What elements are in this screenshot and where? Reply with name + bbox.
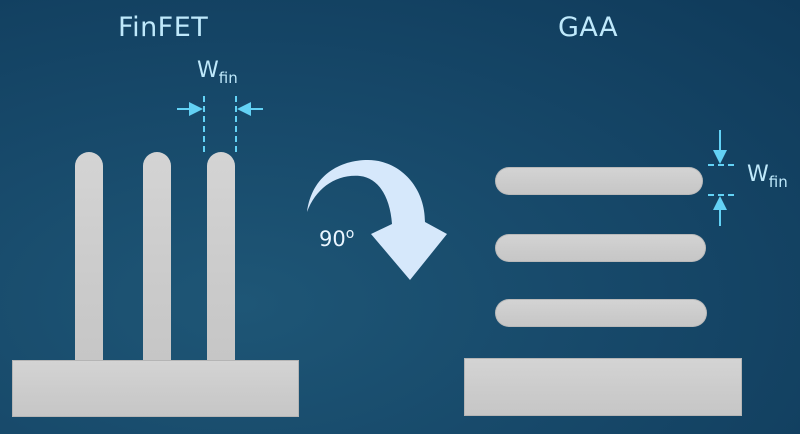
wfin-sub: fin (218, 69, 238, 87)
finfet-dimension-marker (177, 96, 263, 152)
finfet-substrate (12, 360, 299, 417)
arrow-right-icon (189, 102, 203, 116)
wfin-main: W (197, 58, 219, 83)
gaa-title: GAA (558, 12, 619, 43)
finfet-fin-2 (143, 152, 171, 362)
rotation-arrow-icon (307, 160, 447, 280)
arrow-up-icon (713, 196, 727, 210)
gaa-nanosheet-3 (495, 299, 707, 327)
arrow-left-icon (237, 102, 251, 116)
finfet-fin-1 (75, 152, 103, 362)
finfet-title: FinFET (118, 12, 209, 43)
gaa-nanosheet-1 (495, 167, 703, 195)
angle-unit: o (345, 226, 355, 242)
finfet-fin-3 (207, 152, 235, 362)
arrow-down-icon (713, 150, 727, 164)
gaa-substrate (464, 358, 742, 416)
gaa-wfin-label: Wfin (747, 162, 788, 191)
gaa-dimension-marker (708, 130, 737, 226)
angle-value: 90 (319, 227, 346, 251)
wfin-sub: fin (768, 173, 788, 191)
finfet-wfin-label: Wfin (197, 58, 238, 87)
gaa-nanosheet-2 (495, 234, 706, 262)
wfin-main: W (747, 162, 769, 187)
rotation-angle-label: 90o (319, 226, 354, 251)
